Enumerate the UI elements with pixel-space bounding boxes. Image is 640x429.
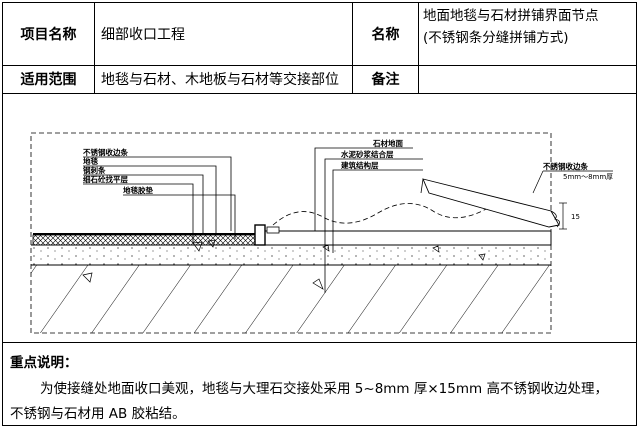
drawing-area: 不锈钢收边条 地毯 钢刺条 细石砼找平层 地毯胶垫 石材地面 水泥砂浆结合层 建… — [3, 93, 636, 343]
structure-layer — [31, 265, 551, 333]
callout-stone-floor: 石材地面 — [372, 138, 403, 148]
callout-gripper: 钢刺条 — [83, 165, 106, 175]
right-callouts: 石材地面 水泥砂浆结合层 建筑结构层 — [340, 138, 403, 170]
callout-carpet: 地毯 — [83, 156, 98, 166]
detail-strip-label: 不锈钢收边条 — [543, 161, 588, 171]
scope-label: 适用范围 — [3, 65, 95, 93]
mortar-layer — [31, 245, 551, 265]
name-value-line-1: 地面地毯与石材拼铺界面节点 — [423, 8, 599, 24]
scope-value: 地毯与石材、木地板与石材等交接部位 — [95, 65, 353, 93]
notes-body: 为使接缝处地面收口美观，地毯与大理石交接处采用 5~8mm 厚×15mm 高不锈… — [10, 377, 632, 427]
callout-mortar-bond: 水泥砂浆结合层 — [341, 149, 394, 159]
remark-value — [419, 65, 638, 93]
left-callouts: 不锈钢收边条 地毯 钢刺条 细石砼找平层 地毯胶垫 — [83, 147, 153, 195]
notes-section: 重点说明： 为使接缝处地面收口美观，地毯与大理石交接处采用 5~8mm 厚×15… — [3, 342, 636, 425]
name-value-line-2: (不锈钢条分缝拼铺方式) — [423, 30, 569, 46]
notes-title: 重点说明： — [10, 355, 78, 371]
callout-underlay: 地毯胶垫 — [123, 185, 153, 195]
callout-structure: 建筑结构层 — [340, 160, 379, 170]
name-value: 地面地毯与石材拼铺界面节点 (不锈钢条分缝拼铺方式) — [419, 3, 638, 65]
notes-line-2: 不锈钢与石材用 AB 胶粘结。 — [10, 406, 186, 422]
detail-height-label: 15 — [571, 213, 580, 221]
section-drawing: 不锈钢收边条 地毯 钢刺条 细石砼找平层 地毯胶垫 石材地面 水泥砂浆结合层 建… — [30, 132, 613, 334]
stone-surface — [264, 230, 552, 246]
header-row-1: 项目名称 细部收口工程 名称 地面地毯与石材拼铺界面节点 (不锈钢条分缝拼铺方式… — [3, 3, 636, 66]
name-label: 名称 — [353, 3, 419, 65]
notes-line-1: 为使接缝处地面收口美观，地毯与大理石交接处采用 5~8mm 厚×15mm 高不锈… — [40, 381, 608, 397]
header-row-2: 适用范围 地毯与石材、木地板与石材等交接部位 备注 — [3, 65, 636, 94]
callout-screed: 细石砼找平层 — [83, 174, 128, 184]
stainless-strip — [254, 224, 266, 246]
project-name-label: 项目名称 — [3, 3, 95, 65]
callout-stainless-strip: 不锈钢收边条 — [83, 147, 128, 157]
detail-thickness-label: 5mm～8mm厚 — [563, 173, 613, 181]
carpet-layer — [32, 234, 256, 246]
strip-detail: 15 不锈钢收边条 5mm～8mm厚 — [420, 161, 613, 230]
project-name-value: 细部收口工程 — [95, 3, 353, 65]
remark-label: 备注 — [353, 65, 419, 93]
